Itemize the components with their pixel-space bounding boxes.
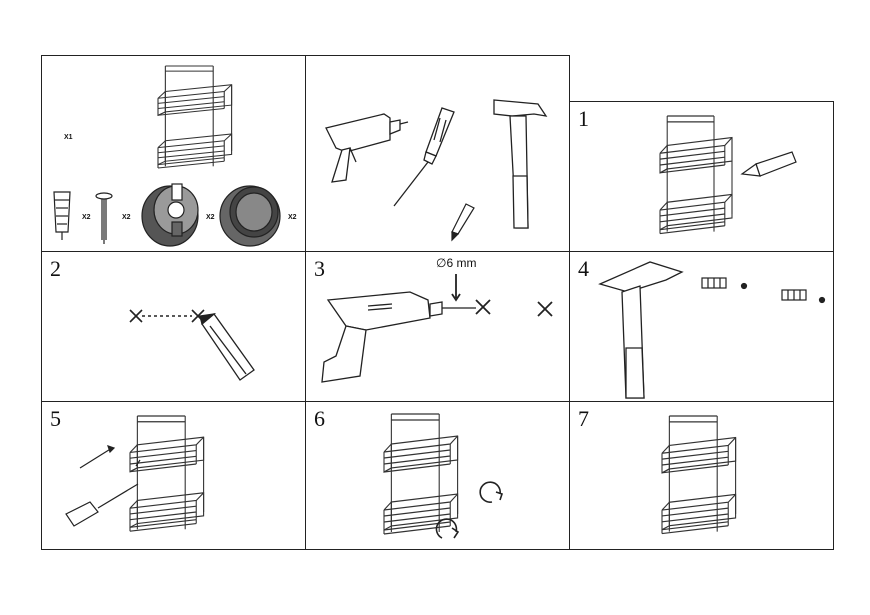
panel-step-4: 4: [569, 251, 834, 402]
drill-icon: [325, 113, 409, 183]
pencil-icon: [740, 151, 797, 177]
qty-cap: X2: [288, 214, 297, 221]
panel-tools: [305, 55, 570, 252]
panel-step-1: 1: [569, 101, 834, 252]
anchor-icon: [701, 277, 826, 304]
anchor-icon: [53, 191, 71, 240]
screwdriver-icon: [65, 445, 141, 527]
qty-shelf: X1: [64, 134, 73, 141]
pencil-icon: [199, 313, 255, 381]
hammer-icon: [598, 261, 684, 399]
adapter-icon: [141, 183, 199, 247]
screw-icon: [95, 192, 113, 244]
cross-mark-icon: [451, 274, 553, 317]
step-number: 2: [50, 256, 61, 281]
drill-icon: [321, 291, 476, 383]
panel-step-5: 5: [41, 401, 306, 550]
pencil-icon: [451, 203, 475, 242]
step-number: 4: [578, 256, 589, 281]
panel-step-7: 7: [569, 401, 834, 550]
qty-adapter: X2: [206, 214, 215, 221]
screwdriver-icon: [393, 107, 455, 207]
panel-step-3: 3 ∅6 mm: [305, 251, 570, 402]
hammer-icon: [493, 99, 548, 229]
panel-step-6: 6: [305, 401, 570, 550]
cap-icon: [219, 185, 281, 247]
shelf-icon: [661, 415, 737, 535]
panel-parts: X1 X2 X2 X2: [41, 55, 306, 252]
step-number: 5: [50, 406, 61, 431]
panel-step-2: 2: [41, 251, 306, 402]
step-number: 1: [578, 106, 589, 131]
qty-screw: X2: [122, 214, 131, 221]
step-number: 7: [578, 406, 589, 431]
rotate-arrow-icon: [435, 481, 504, 539]
step-number: 3: [314, 256, 325, 281]
drill-size-label: ∅6 mm: [436, 256, 477, 270]
qty-anchor: X2: [82, 214, 91, 221]
step-number: 6: [314, 406, 325, 431]
